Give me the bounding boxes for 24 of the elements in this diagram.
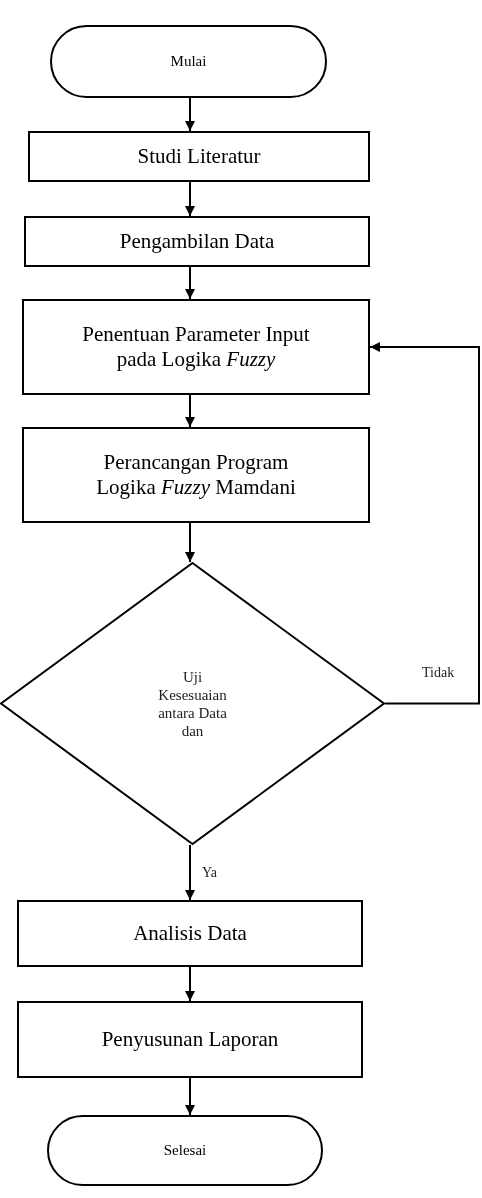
arrow xyxy=(185,394,195,428)
arrow xyxy=(185,97,195,132)
process-box xyxy=(24,216,370,267)
arrow xyxy=(185,266,195,300)
process-box xyxy=(28,131,370,182)
decision-label: Uji Kesesuaian antara Data dan xyxy=(157,667,228,740)
arrow xyxy=(185,1077,195,1116)
arrow xyxy=(185,844,195,901)
arrow xyxy=(185,966,195,1002)
arrow xyxy=(369,342,480,705)
terminal-label: Mulai xyxy=(170,52,207,72)
process-label: Penentuan Parameter Input pada Logika Fuzzy xyxy=(81,322,311,372)
process-box xyxy=(22,427,370,523)
arrow xyxy=(185,522,195,563)
process-label: Pengambilan Data xyxy=(119,229,275,254)
process-box xyxy=(17,900,363,967)
process-box xyxy=(17,1001,363,1078)
process-label: Perancangan Program Logika Fuzzy Mamdani xyxy=(95,450,297,500)
arrow xyxy=(185,181,195,217)
process-label: Penyusunan Laporan xyxy=(101,1027,279,1052)
process-label: Studi Literatur xyxy=(137,144,261,169)
terminal-label: Selesai xyxy=(163,1141,207,1161)
process-box xyxy=(22,299,370,395)
process-label: Analisis Data xyxy=(133,921,247,946)
